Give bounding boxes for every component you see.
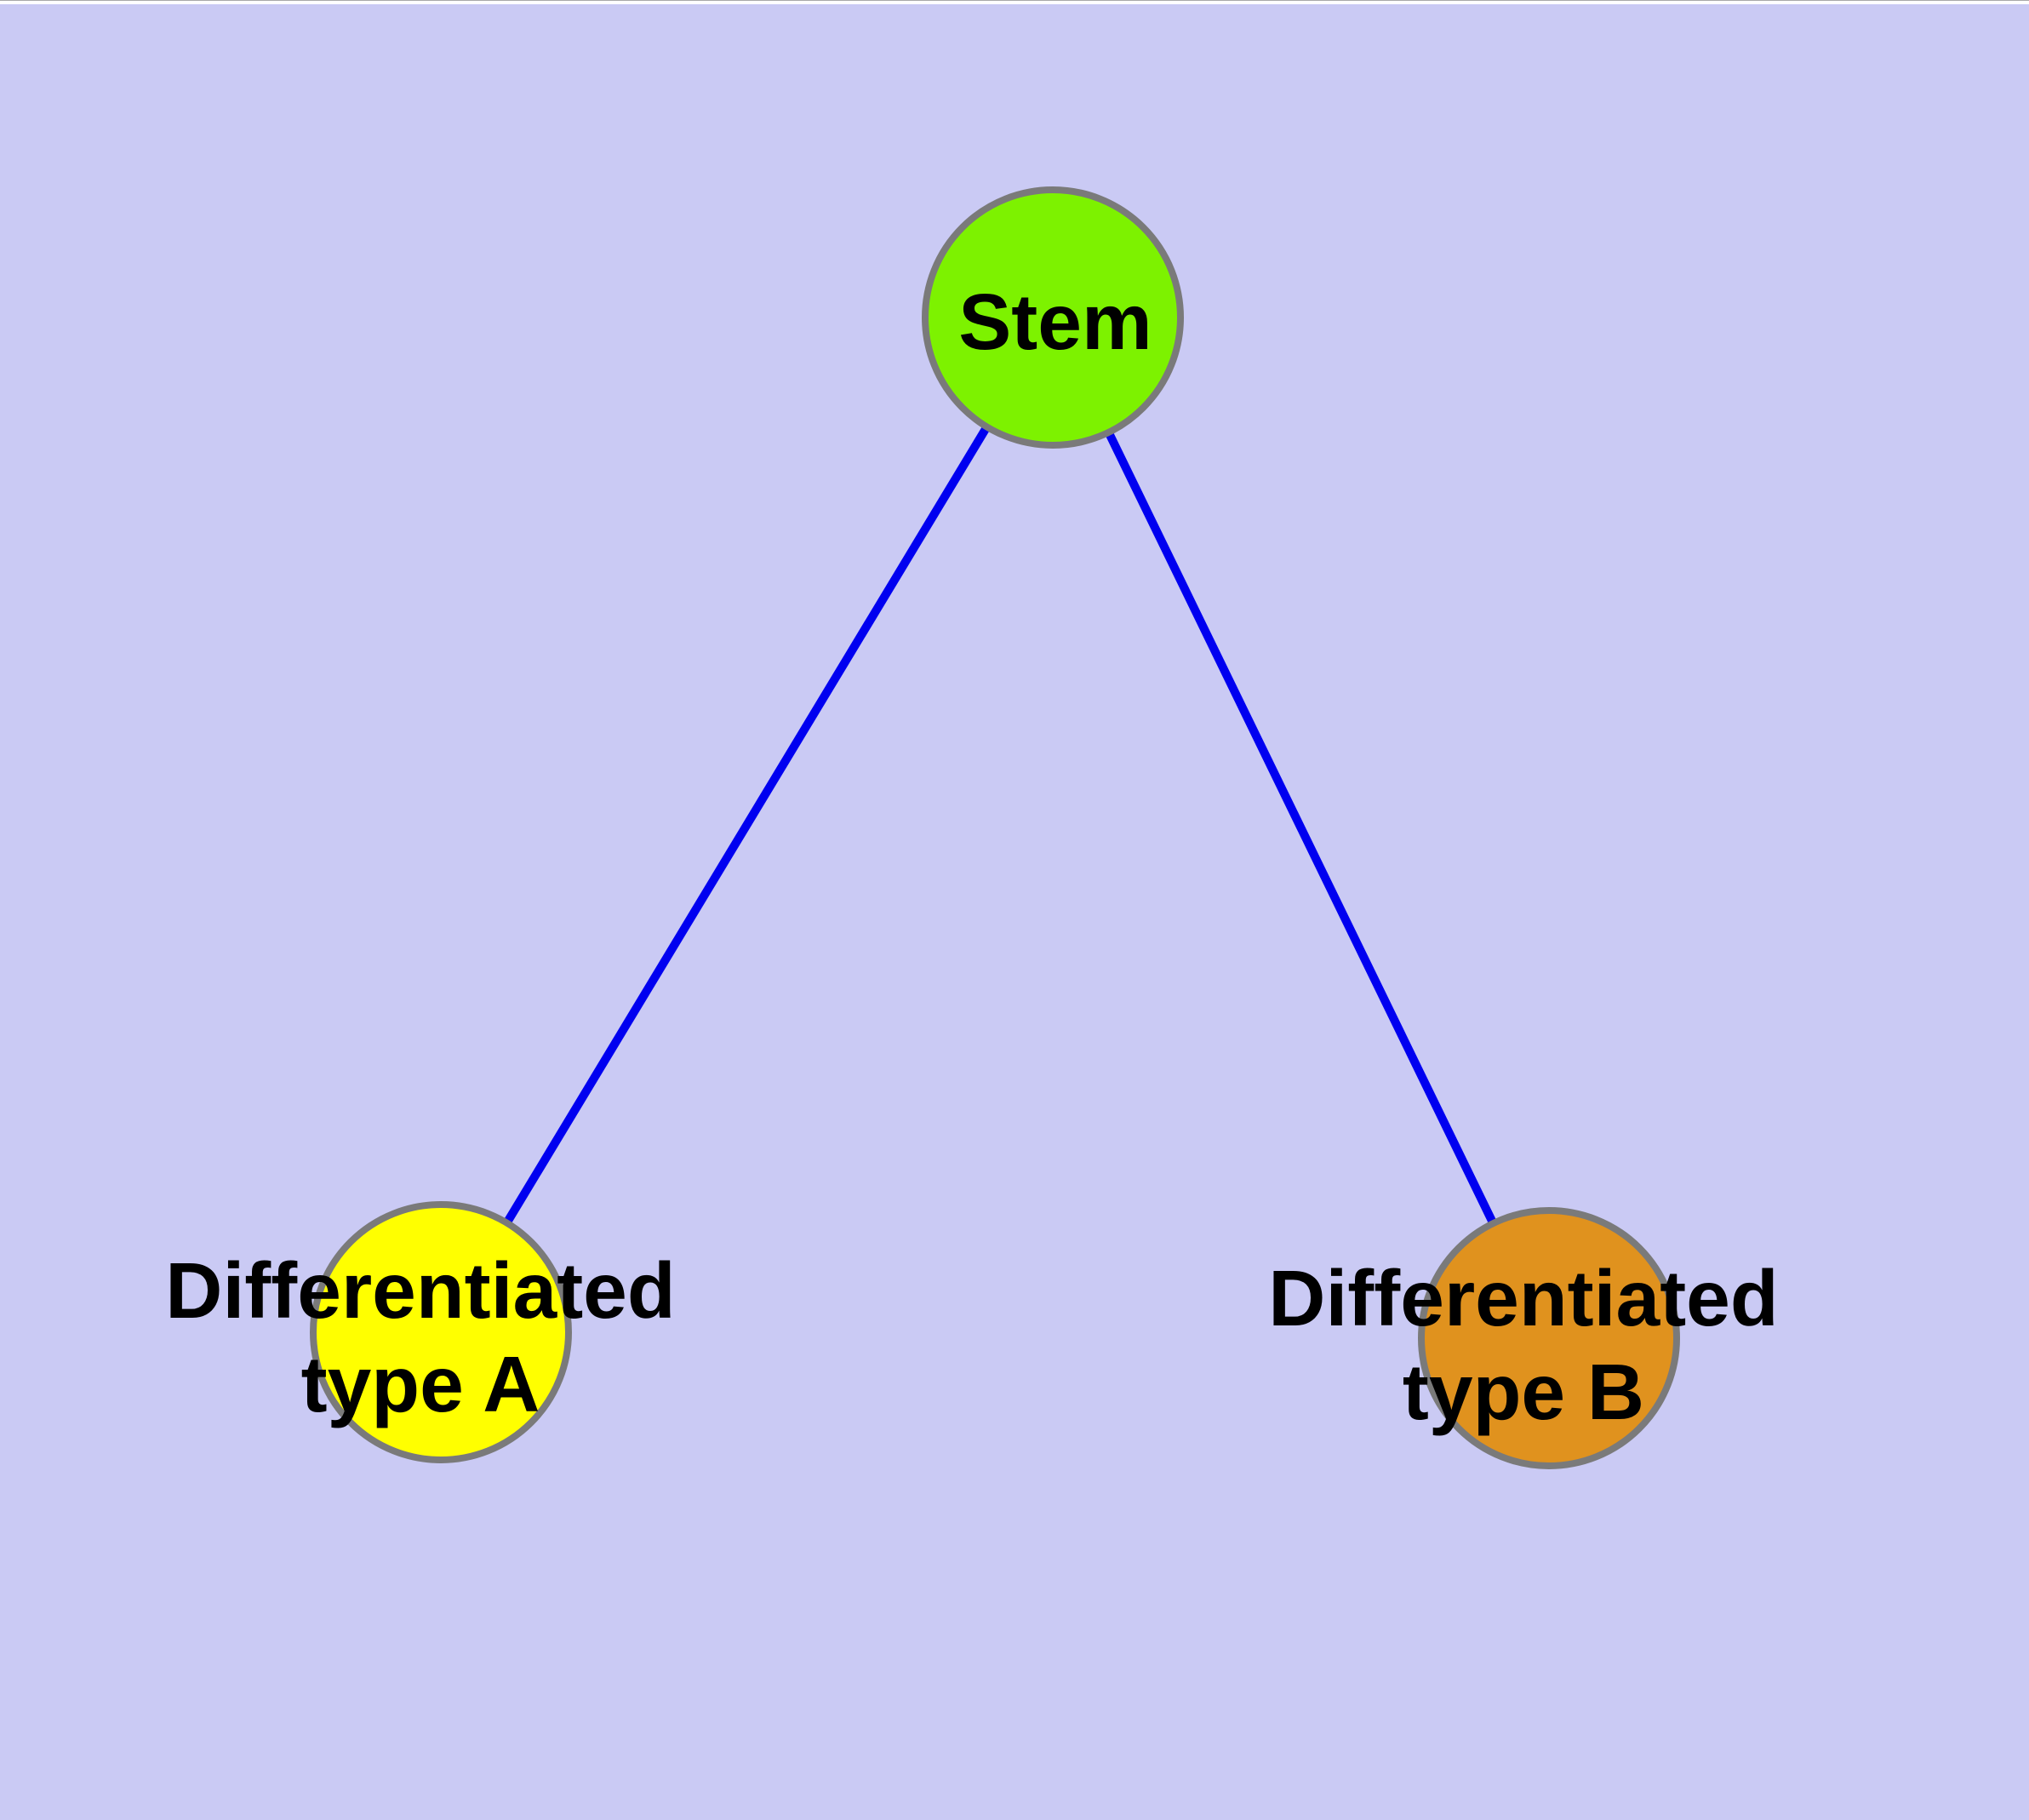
edge-stem-to-type-b [1049, 315, 1553, 1341]
top-margin-strip [0, 0, 2029, 4]
node-type-b [1418, 1207, 1680, 1469]
node-type-a-label-line1: Differentiated [165, 1246, 675, 1335]
node-stem [922, 186, 1184, 449]
node-type-b-label-line2: type B [1403, 1348, 1644, 1436]
node-type-a-label-line2: type A [301, 1340, 540, 1428]
node-stem-label: Stem [958, 278, 1152, 366]
graph-canvas: Stem Differentiated type A Differentiate… [0, 3, 2029, 1820]
node-type-b-label-line1: Differentiated [1268, 1254, 1778, 1342]
edge-stem-to-type-a [437, 315, 1057, 1335]
node-type-a [310, 1201, 572, 1463]
